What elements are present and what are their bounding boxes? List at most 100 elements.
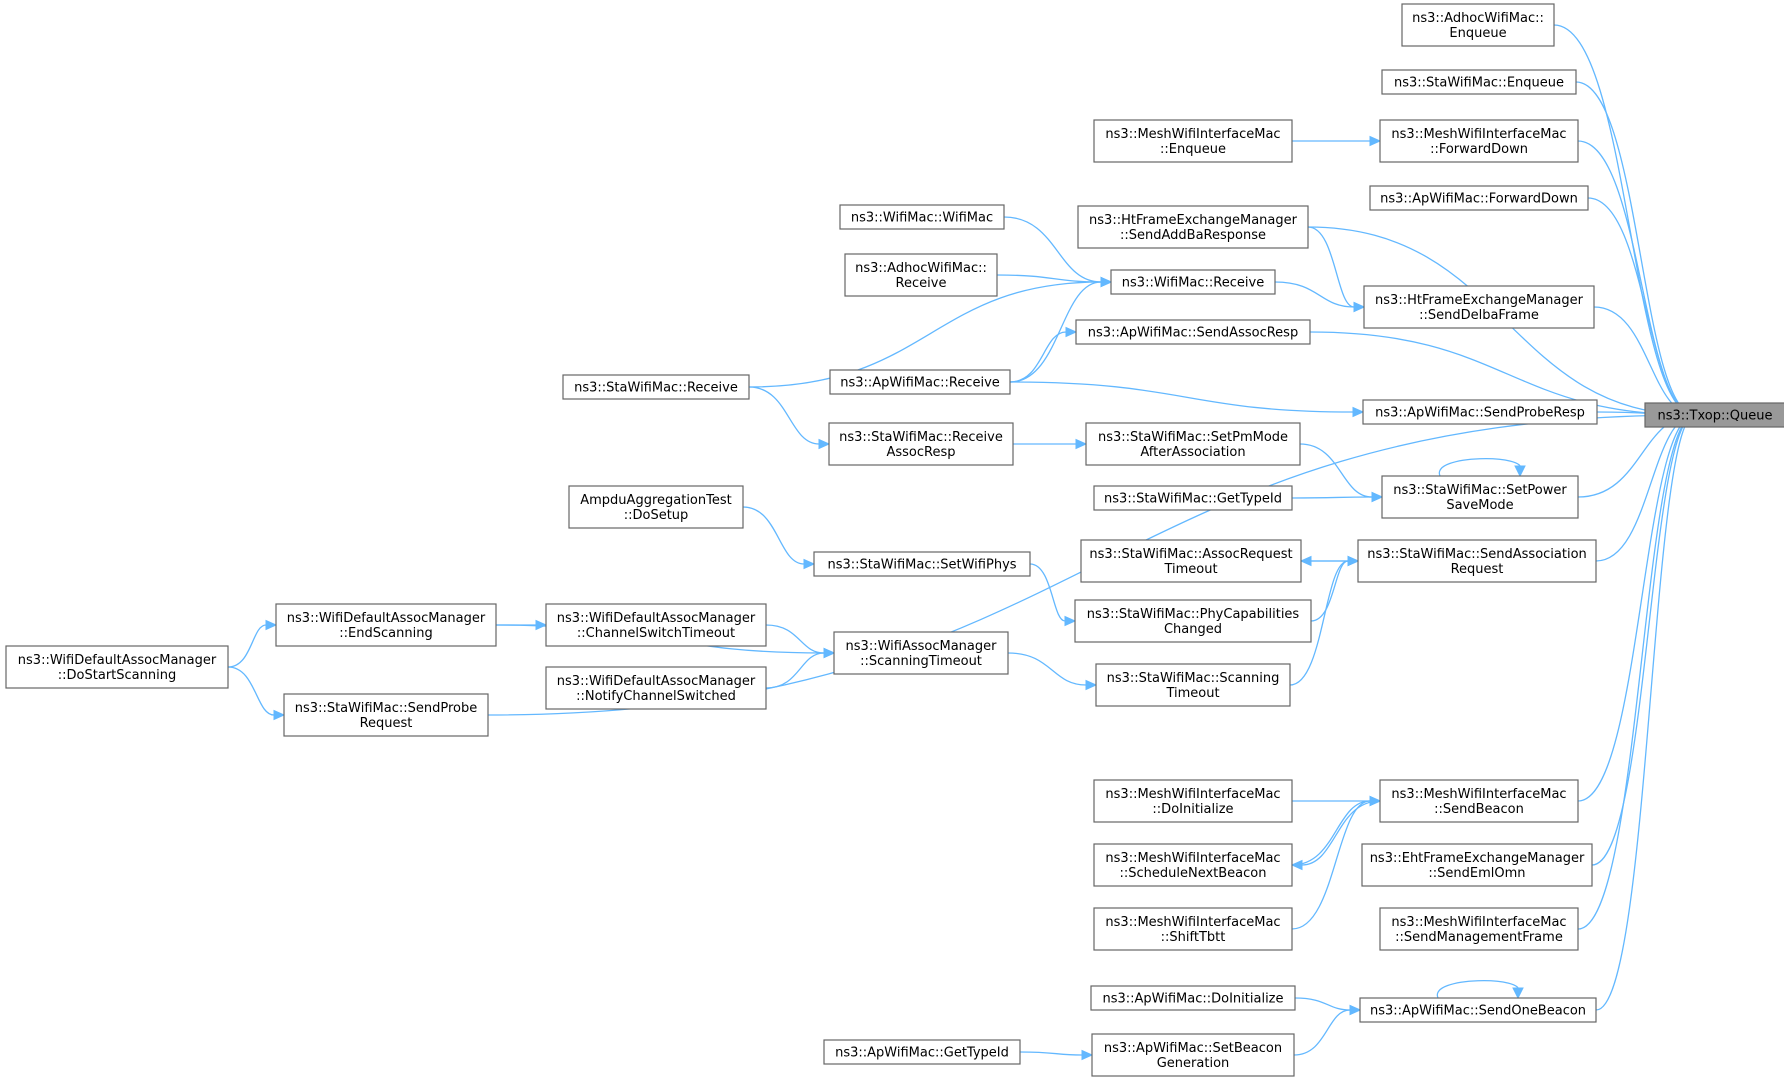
node-label: ns3::ApWifiMac::SetBeacon [1104, 1041, 1282, 1056]
node-box [1110, 269, 1276, 295]
node-ap_sendassocresp[interactable]: ns3::ApWifiMac::SendAssocResp [1075, 319, 1311, 345]
node-ht_sendaddba[interactable]: ns3::HtFrameExchangeManager::SendAddBaRe… [1077, 205, 1309, 249]
node-mesh_sendmgmtframe[interactable]: ns3::MeshWifiInterfaceMac::SendManagemen… [1379, 907, 1579, 951]
node-label: ::NotifyChannelSwitched [576, 689, 736, 704]
edge-arrowhead [818, 438, 831, 450]
node-wdam_chanswitchtimeout[interactable]: ns3::WifiDefaultAssocManager::ChannelSwi… [545, 603, 767, 647]
node-label: ns3::StaWifiMac::Receive [574, 381, 738, 396]
node-mesh_enqueue[interactable]: ns3::MeshWifiInterfaceMac::Enqueue [1093, 119, 1293, 163]
node-wam_scanningtimeout[interactable]: ns3::WifiAssocManager::ScanningTimeout [833, 631, 1009, 675]
node-sta_scanningtimeout[interactable]: ns3::StaWifiMac::ScanningTimeout [1095, 663, 1291, 707]
node-label: ns3::WifiMac::WifiMac [851, 211, 993, 226]
node-label: ::ScanningTimeout [860, 654, 982, 669]
node-wdam_dostartscanning[interactable]: ns3::WifiDefaultAssocManager::DoStartSca… [5, 645, 229, 689]
node-sta_enqueue[interactable]: ns3::StaWifiMac::Enqueue [1381, 69, 1577, 95]
node-ht_senddelba[interactable]: ns3::HtFrameExchangeManager::SendDelbaFr… [1363, 285, 1595, 329]
edge-sta_receive-to-sta_receiveassocresp [748, 386, 820, 445]
node-label: ns3::AdhocWifiMac:: [1412, 11, 1544, 26]
node-queue[interactable]: ns3::Txop::Queue [1644, 402, 1784, 428]
node-box [283, 693, 489, 737]
node-ampdu_dosetup[interactable]: AmpduAggregationTest::DoSetup [568, 485, 744, 529]
node-box [1093, 907, 1293, 951]
nodes-layer: ns3::Txop::Queue ns3::AdhocWifiMac::Enque… [5, 3, 1784, 1077]
node-box [1361, 843, 1593, 887]
edge-arrowhead [1349, 1004, 1362, 1016]
node-box [1093, 779, 1293, 823]
node-label: Receive [896, 276, 947, 291]
node-label: Enqueue [1449, 26, 1506, 41]
node-ap_sendproberesp[interactable]: ns3::ApWifiMac::SendProbeResp [1362, 399, 1598, 425]
node-label: ns3::StaWifiMac::SendProbe [295, 701, 477, 716]
edge-sta_setpmmode-to-sta_setpowersave [1299, 443, 1373, 498]
node-sta_setwifiphys[interactable]: ns3::StaWifiMac::SetWifiPhys [813, 551, 1031, 577]
edge-mesh_sendbeacon-to-queue [1577, 414, 1696, 802]
node-wdam_endscanning[interactable]: ns3::WifiDefaultAssocManager::EndScannin… [275, 603, 497, 647]
node-label: ns3::StaWifiMac::Enqueue [1394, 76, 1564, 91]
node-mesh_doinitialize[interactable]: ns3::MeshWifiInterfaceMac::DoInitialize [1093, 779, 1293, 823]
node-label: Request [360, 716, 413, 731]
edge-arrowhead [1371, 491, 1384, 503]
node-box [833, 631, 1009, 675]
node-wifimac_receive[interactable]: ns3::WifiMac::Receive [1110, 269, 1276, 295]
edge-arrowhead [1512, 987, 1524, 1000]
node-sta_setpmmode[interactable]: ns3::StaWifiMac::SetPmModeAfterAssociati… [1085, 422, 1301, 466]
node-label: ns3::WifiDefaultAssocManager [287, 611, 486, 626]
edge-ampdu_dosetup-to-sta_setwifiphys [742, 506, 805, 565]
edge-arrowhead [803, 558, 816, 570]
node-wifimac_ctor[interactable]: ns3::WifiMac::WifiMac [839, 204, 1005, 230]
edge-ap_receive-to-ap_sendassocresp [1009, 331, 1067, 383]
node-mesh_forwarddown[interactable]: ns3::MeshWifiInterfaceMac::ForwardDown [1379, 119, 1579, 163]
edge-arrowhead [1514, 465, 1526, 478]
node-label: ::Enqueue [1160, 142, 1226, 157]
node-label: ns3::WifiAssocManager [846, 639, 998, 654]
node-label: SaveMode [1446, 498, 1513, 513]
node-ap_doinitialize[interactable]: ns3::ApWifiMac::DoInitialize [1090, 985, 1296, 1011]
node-ap_gettypeid[interactable]: ns3::ApWifiMac::GetTypeId [823, 1039, 1021, 1065]
node-box [568, 485, 744, 529]
edge-arrowhead [265, 619, 278, 631]
node-label: ::SendBeacon [1434, 802, 1524, 817]
node-sta_receive[interactable]: ns3::StaWifiMac::Receive [562, 374, 750, 400]
node-ap_receive[interactable]: ns3::ApWifiMac::Receive [829, 369, 1011, 395]
node-label: ::ScheduleNextBeacon [1119, 866, 1266, 881]
edge-wifimac_receive-to-ht_senddelba [1274, 281, 1355, 308]
edge-sta_receive-to-wifimac_receive [748, 281, 1102, 388]
node-label: Generation [1157, 1056, 1230, 1071]
edge-ap_forwarddown-to-queue [1587, 197, 1696, 416]
node-mesh_schedulenextbeacon[interactable]: ns3::MeshWifiInterfaceMac::ScheduleNextB… [1093, 843, 1293, 887]
node-eht_sendemlomn[interactable]: ns3::EhtFrameExchangeManager::SendEmlOmn [1361, 843, 1593, 887]
edge-wdam_notifychanswitched-to-wam_scanningtimeout [765, 652, 825, 689]
node-ap_forwarddown[interactable]: ns3::ApWifiMac::ForwardDown [1369, 185, 1589, 211]
edge-ap_setbeacongen-to-ap_sendonebeacon [1293, 1009, 1351, 1056]
node-label: ns3::MeshWifiInterfaceMac [1105, 127, 1280, 142]
edge-ap_sendonebeacon-to-queue [1595, 414, 1696, 1011]
node-label: ns3::ApWifiMac::DoInitialize [1102, 992, 1283, 1007]
node-box [1381, 475, 1579, 519]
edge-mesh_sendmgmtframe-to-queue [1577, 414, 1696, 930]
node-wdam_notifychanswitched[interactable]: ns3::WifiDefaultAssocManager::NotifyChan… [545, 666, 767, 710]
node-label: ::DoSetup [624, 508, 689, 523]
node-label: ns3::StaWifiMac::Receive [839, 430, 1003, 445]
node-ap_sendonebeacon[interactable]: ns3::ApWifiMac::SendOneBeacon [1359, 997, 1597, 1023]
edge-sta_setwifiphys-to-sta_phycapchanged [1029, 563, 1066, 622]
edge-ap_gettypeid-to-ap_setbeacongen [1019, 1051, 1083, 1056]
node-mesh_shifttbtt[interactable]: ns3::MeshWifiInterfaceMac::ShiftTbtt [1093, 907, 1293, 951]
node-label: ns3::MeshWifiInterfaceMac [1105, 915, 1280, 930]
edge-arrowhead [1369, 135, 1382, 147]
node-box [1379, 907, 1579, 951]
node-adhoc_enqueue[interactable]: ns3::AdhocWifiMac::Enqueue [1401, 3, 1555, 47]
node-label: Request [1451, 562, 1504, 577]
node-mesh_sendbeacon[interactable]: ns3::MeshWifiInterfaceMac::SendBeacon [1379, 779, 1579, 823]
node-label: Changed [1164, 622, 1222, 637]
node-adhoc_receive[interactable]: ns3::AdhocWifiMac::Receive [844, 253, 998, 297]
edge-arrowhead [535, 619, 548, 631]
node-sta_gettypeid[interactable]: ns3::StaWifiMac::GetTypeId [1093, 485, 1293, 511]
